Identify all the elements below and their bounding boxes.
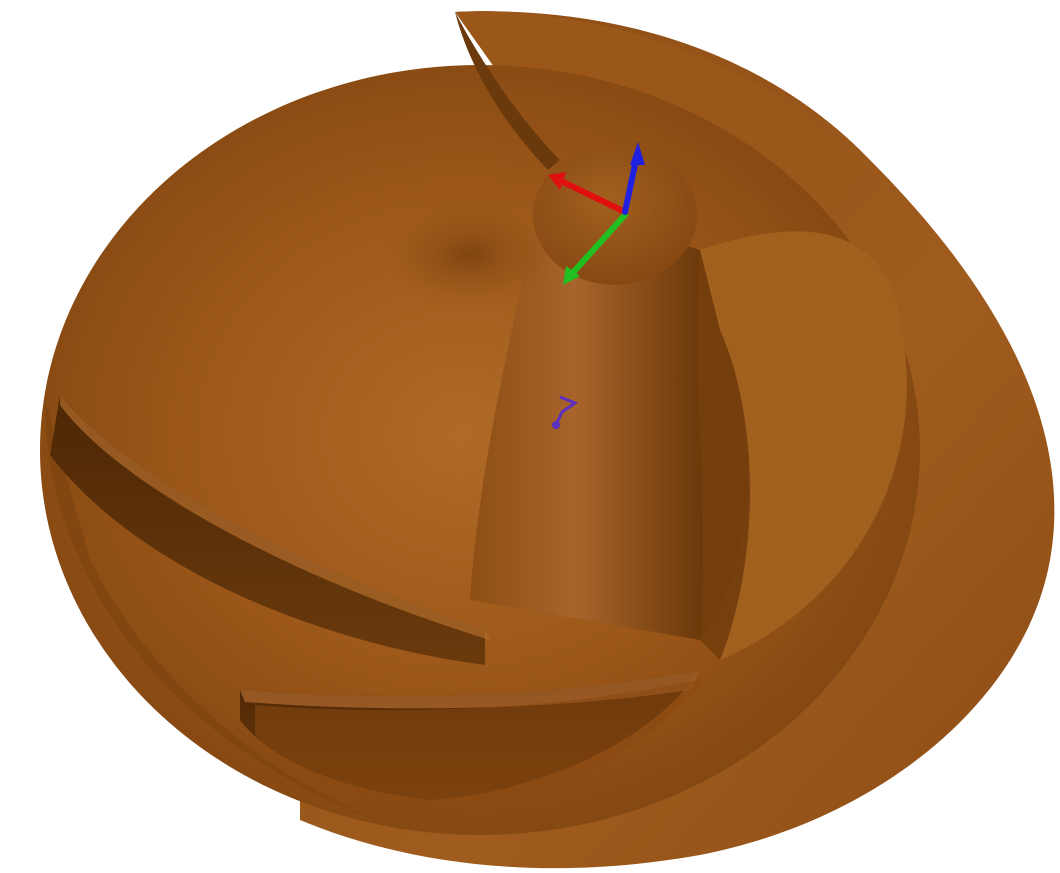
body-edge-shading (45, 400, 420, 835)
right-vane-edge (691, 250, 750, 660)
z-axis-arrowhead (630, 142, 645, 165)
x-axis-arrowhead (548, 172, 566, 190)
rear-disc[interactable] (300, 11, 1055, 869)
y-axis-arrowhead (563, 266, 580, 285)
upper-blade-edge (455, 12, 560, 170)
body-dimple (380, 200, 560, 310)
hub-column[interactable] (470, 200, 703, 640)
lower-flange[interactable] (255, 678, 705, 813)
y-axis-arrow (565, 212, 628, 281)
coordinate-triad (548, 142, 645, 285)
x-axis-arrow (552, 175, 628, 215)
right-vane[interactable] (700, 231, 907, 660)
hub-top-face[interactable] (533, 145, 697, 285)
origin-marker-icon (552, 395, 579, 429)
